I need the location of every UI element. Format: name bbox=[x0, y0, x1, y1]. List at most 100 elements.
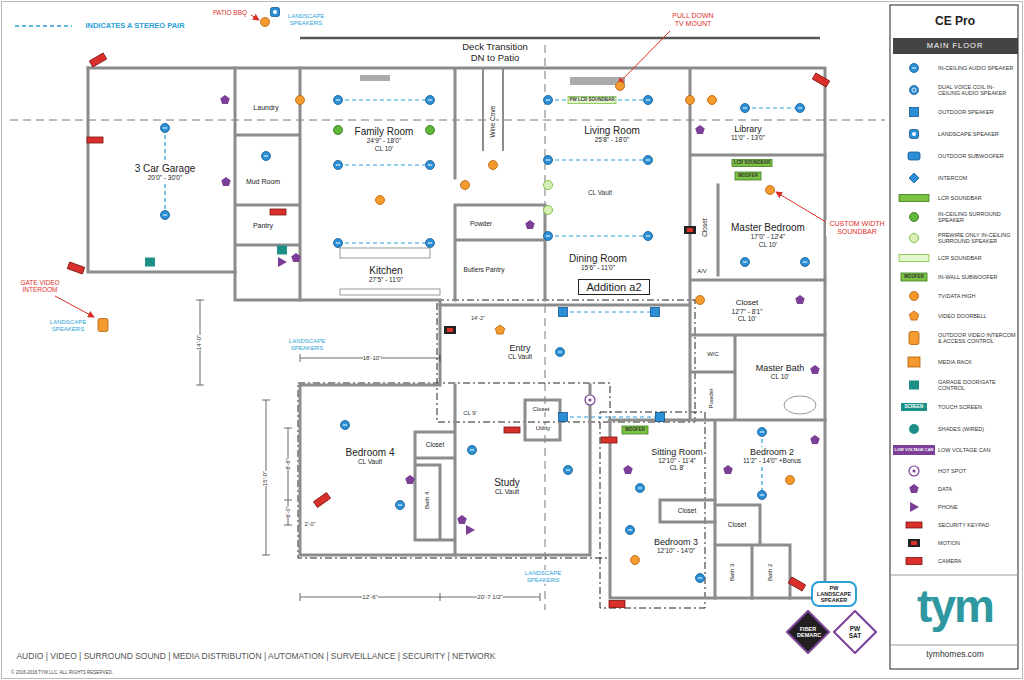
device-symbol bbox=[426, 161, 435, 170]
node-name: Butlers Pantry bbox=[463, 266, 506, 273]
node-name: Closet bbox=[731, 299, 764, 308]
symbol-part bbox=[447, 328, 453, 332]
symbol-part bbox=[628, 530, 632, 531]
device-symbol bbox=[544, 232, 553, 241]
device-symbol bbox=[98, 319, 108, 332]
device-symbol bbox=[296, 96, 305, 105]
legend-text: TV/DATA HIGH bbox=[938, 293, 1016, 299]
symbol-part bbox=[901, 273, 927, 281]
legend-entry: IN-CEILING SURROUND SPEAKER bbox=[938, 211, 1016, 224]
room-label: Pantry bbox=[252, 222, 274, 230]
room-label: Bath 2 bbox=[768, 562, 775, 581]
node-note: 11'0" - 13'0" bbox=[730, 134, 766, 141]
device-symbol bbox=[291, 253, 301, 262]
symbol-part bbox=[906, 558, 922, 565]
symbol-part bbox=[609, 601, 625, 608]
symbol-part bbox=[758, 491, 767, 500]
node-note: CL 8' bbox=[650, 464, 704, 471]
symbol-part bbox=[461, 181, 470, 190]
device-symbol bbox=[909, 332, 919, 345]
node-note: CL Vault bbox=[507, 353, 533, 360]
device-symbol bbox=[796, 104, 805, 113]
node-name: Laundry bbox=[252, 104, 279, 112]
legend-entry: VIDEO DOORBELL bbox=[938, 313, 1016, 319]
symbol-part bbox=[334, 96, 343, 105]
stereo-pair-line bbox=[338, 164, 430, 165]
symbol-part bbox=[696, 296, 705, 305]
device-symbol bbox=[489, 161, 498, 170]
addition-boundaries bbox=[298, 300, 705, 608]
room-label: Bedroom 312'10" - 14'0" bbox=[653, 537, 699, 554]
symbol-part bbox=[336, 100, 340, 101]
bath-tub bbox=[784, 396, 816, 414]
wall bbox=[415, 385, 455, 555]
symbol-part bbox=[760, 432, 764, 433]
symbol-part bbox=[741, 104, 750, 113]
node-name: Dining Room bbox=[568, 253, 628, 264]
callout-note: PATIO BBQ bbox=[213, 9, 247, 16]
dimension: 18'-10" bbox=[363, 355, 382, 362]
symbol-part bbox=[544, 156, 553, 165]
room-label: StudyCL Vault bbox=[493, 477, 521, 495]
room-label: Closet bbox=[425, 441, 445, 448]
dimension-lines bbox=[196, 300, 540, 601]
legend-entry: TV/DATA HIGH bbox=[938, 293, 1016, 299]
node-note: 20'0" - 30'0" bbox=[134, 174, 197, 181]
symbol-part bbox=[546, 236, 550, 237]
device-symbol bbox=[461, 181, 470, 190]
symbol-part bbox=[278, 257, 287, 267]
symbol-part bbox=[336, 165, 340, 166]
device-symbol bbox=[910, 213, 919, 222]
node-note: 12'10" - 11'4" bbox=[650, 457, 704, 464]
room-label: Closet bbox=[531, 406, 550, 413]
dimension: 6'-0" bbox=[285, 507, 291, 518]
leader-line bbox=[618, 31, 670, 84]
device-symbol bbox=[893, 445, 935, 455]
reference-line bbox=[10, 120, 885, 121]
symbol-part bbox=[270, 209, 286, 215]
symbol-part bbox=[909, 381, 919, 390]
device-symbol bbox=[334, 126, 343, 135]
symbol-part bbox=[899, 255, 929, 262]
room-label: Closet bbox=[677, 507, 697, 514]
dimension-line bbox=[284, 428, 292, 525]
symbol-part bbox=[568, 97, 616, 104]
symbol-part bbox=[89, 53, 106, 67]
device-tag: WOOFER bbox=[738, 173, 758, 178]
device-symbol bbox=[495, 325, 505, 334]
node-name: Closet bbox=[425, 441, 445, 448]
node-note: 25'8" - 18'0" bbox=[583, 136, 641, 143]
legend-entry: HOT SPOT bbox=[938, 468, 1016, 474]
legend-text: VIDEO DOORBELL bbox=[938, 313, 1016, 319]
legend-text: IN-CEILING SURROUND SPEAKER bbox=[938, 211, 1016, 224]
legend-text: DUAL VOICE COIL IN-CEILING AUDIO SPEAKER bbox=[938, 84, 1016, 97]
node-name: A/V bbox=[696, 268, 708, 275]
node-name: Family Room bbox=[354, 126, 415, 137]
room-label: Wine Cove bbox=[489, 105, 496, 139]
diamond-outline bbox=[834, 611, 876, 653]
kitchen-counter bbox=[340, 289, 440, 295]
symbol-part bbox=[466, 525, 475, 535]
symbol-part bbox=[795, 295, 805, 304]
reference-lines bbox=[10, 45, 885, 610]
symbol-part bbox=[893, 445, 935, 455]
legend-icon-tag: WOOFER bbox=[904, 274, 924, 279]
room-label: Master BathCL 10' bbox=[755, 363, 806, 380]
symbol-part bbox=[913, 470, 916, 473]
device-symbol bbox=[909, 466, 919, 476]
area-note: Deck Transition DN to Patio bbox=[455, 42, 535, 63]
room-label: Closet bbox=[700, 218, 707, 238]
symbol-part bbox=[589, 399, 592, 402]
wall bbox=[455, 70, 545, 300]
device-symbol bbox=[636, 484, 645, 493]
device-symbol bbox=[651, 308, 660, 317]
symbol-part bbox=[457, 515, 467, 524]
symbol-part bbox=[277, 246, 287, 255]
floor-band: MAIN FLOOR bbox=[893, 38, 1018, 54]
symbol-part bbox=[912, 132, 916, 136]
wall bbox=[88, 68, 825, 598]
symbol-part bbox=[220, 95, 230, 104]
device-symbol bbox=[426, 96, 435, 105]
device-symbol bbox=[732, 160, 772, 167]
device-symbol bbox=[906, 558, 922, 565]
